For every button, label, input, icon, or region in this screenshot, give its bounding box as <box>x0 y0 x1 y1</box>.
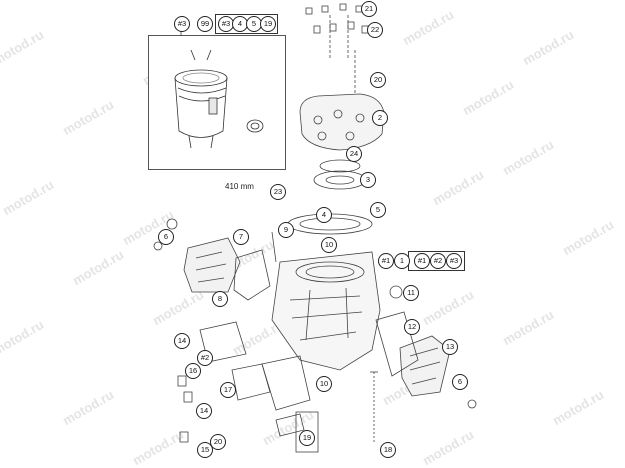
callout-hash2: #2 <box>197 350 213 366</box>
callout-20-bot: 20 <box>210 434 226 450</box>
callout-hash2-grp: #2 <box>430 253 446 269</box>
callout-17: 17 <box>220 382 236 398</box>
callout-7: 7 <box>233 229 249 245</box>
callout-3: 3 <box>360 172 376 188</box>
callout-19: 19 <box>299 430 315 446</box>
callout-9: 9 <box>278 222 294 238</box>
callout-13: 13 <box>442 339 458 355</box>
callout-hash3-grp2: #3 <box>446 253 462 269</box>
callout-hash1: #1 <box>378 253 394 269</box>
callout-6-left: 6 <box>158 229 174 245</box>
callout-18: 18 <box>380 442 396 458</box>
callout-5: 5 <box>370 202 386 218</box>
cylinder-head-nuts <box>305 3 369 34</box>
callout-8: 8 <box>212 291 228 307</box>
callout-16: 16 <box>185 363 201 379</box>
callout-14-top: 14 <box>174 333 190 349</box>
bolts <box>177 371 378 453</box>
callout-2: 2 <box>372 110 388 126</box>
callout-99: 99 <box>197 16 213 32</box>
callout-hash1-grp: #1 <box>414 253 430 269</box>
exhaust-valve-cover-left <box>183 237 271 301</box>
callout-15: 15 <box>197 442 213 458</box>
callout-24: 24 <box>346 146 362 162</box>
exhaust-valve-cover-right <box>375 311 451 397</box>
piston-inset-drawing <box>174 49 264 149</box>
callout-11: 11 <box>403 285 419 301</box>
callout-group-box-top <box>215 14 278 34</box>
callout-1: 1 <box>394 253 410 269</box>
callout-19-grp: 19 <box>260 16 276 32</box>
callout-hash3-top: #3 <box>174 16 190 32</box>
piston-inset-frame <box>148 35 286 170</box>
callout-10-top: 10 <box>321 237 337 253</box>
callout-14-bot: 14 <box>196 403 212 419</box>
callout-20-top: 20 <box>370 72 386 88</box>
callout-12: 12 <box>404 319 420 335</box>
cylinder-body <box>271 251 381 371</box>
callout-22: 22 <box>367 22 383 38</box>
callout-21: 21 <box>361 1 377 17</box>
cylinder-head <box>299 93 385 151</box>
inset-dimension-label: 410 mm <box>225 182 254 191</box>
callout-6-right: 6 <box>452 374 468 390</box>
callout-5-grp: 5 <box>246 16 262 32</box>
callout-10-bot: 10 <box>316 376 332 392</box>
callout-4: 4 <box>316 207 332 223</box>
callout-23: 23 <box>270 184 286 200</box>
